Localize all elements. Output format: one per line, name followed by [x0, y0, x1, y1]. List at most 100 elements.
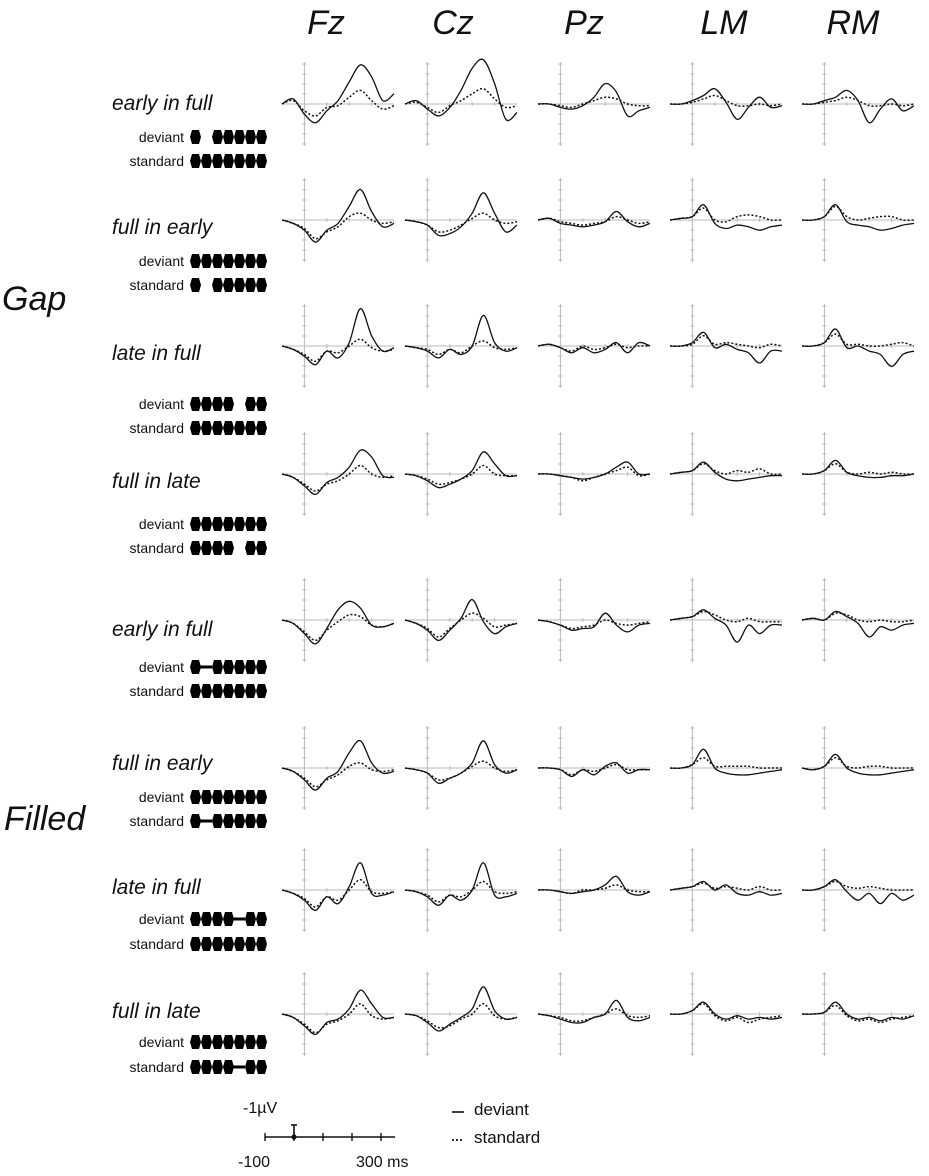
- deviant-waveform: [404, 192, 518, 237]
- erp-panel: [537, 726, 651, 810]
- erp-panel: [404, 304, 518, 388]
- stimulus-token: [256, 541, 267, 555]
- stimulus-pattern-icon: [190, 684, 267, 698]
- standard-waveform: [669, 882, 783, 892]
- deviant-waveform: [404, 986, 518, 1032]
- deviant-waveform: [801, 89, 915, 124]
- erp-panel: [669, 578, 783, 662]
- stimulus-pattern-icon: [190, 814, 267, 828]
- column-header-pz: Pz: [564, 4, 604, 42]
- stimulus-token: [190, 154, 201, 168]
- erp-panel: [404, 578, 518, 662]
- stimulus-token: [212, 397, 223, 411]
- standard-waveform: [669, 463, 783, 476]
- stimulus-token: [223, 397, 234, 411]
- standard-waveform: [801, 463, 915, 476]
- stimulus-token: [256, 684, 267, 698]
- deviant-stimulus-row: deviant: [110, 658, 268, 676]
- stimulus-token: [256, 254, 267, 268]
- stimulus-token: [234, 278, 245, 292]
- stimulus-pattern-icon: [190, 1035, 267, 1049]
- stimulus-token: [212, 278, 223, 292]
- group-label-gap: Gap: [2, 280, 67, 318]
- stimulus-token: [245, 541, 256, 555]
- condition-title: late in full: [112, 876, 201, 899]
- deviant-waveform: [404, 862, 518, 906]
- erp-panel: [404, 726, 518, 810]
- erp-panel: [537, 432, 651, 516]
- stimulus-token: [223, 130, 234, 144]
- erp-panel: [801, 848, 915, 932]
- deviant-label: deviant: [138, 129, 184, 145]
- erp-panel: [801, 578, 915, 662]
- stimulus-token: [245, 278, 256, 292]
- stimulus-token: [223, 1060, 234, 1074]
- stimulus-token: [256, 912, 267, 926]
- deviant-stimulus-row: deviant: [110, 515, 268, 533]
- standard-waveform: [281, 1003, 395, 1034]
- stimulus-token: [190, 541, 201, 555]
- standard-stimulus-row: standard: [110, 682, 268, 700]
- stimulus-token: [234, 814, 245, 828]
- stimulus-token: [212, 814, 223, 828]
- stimulus-token: [223, 660, 234, 674]
- stimulus-token: [256, 1035, 267, 1049]
- stimulus-token: [201, 541, 212, 555]
- erp-panel: [801, 304, 915, 388]
- stimulus-token: [256, 660, 267, 674]
- stimulus-token: [212, 1035, 223, 1049]
- deviant-label: deviant: [138, 659, 184, 675]
- stimulus-token: [212, 154, 223, 168]
- condition-title: late in full: [112, 342, 201, 365]
- stimulus-token: [234, 517, 245, 531]
- stimulus-token: [234, 254, 245, 268]
- erp-panel: [281, 304, 395, 388]
- erp-panel: [404, 178, 518, 262]
- deviant-label: deviant: [138, 911, 184, 927]
- standard-waveform: [281, 762, 395, 788]
- erp-panel: [669, 178, 783, 262]
- standard-waveform: [281, 338, 395, 363]
- stimulus-token: [256, 421, 267, 435]
- standard-waveform: [801, 880, 914, 892]
- stimulus-token: [190, 130, 201, 144]
- erp-panel: [537, 62, 651, 146]
- column-header-lm: LM: [700, 4, 748, 42]
- standard-waveform: [537, 1008, 651, 1022]
- deviant-waveform: [281, 862, 395, 912]
- erp-panel: [281, 432, 395, 516]
- deviant-waveform: [537, 875, 651, 896]
- standard-label: standard: [129, 540, 184, 556]
- condition-title: full in early: [112, 216, 213, 239]
- standard-waveform: [669, 757, 782, 770]
- standard-waveform: [801, 205, 915, 222]
- condition-title: early in full: [112, 92, 213, 115]
- deviant-waveform: [801, 610, 915, 638]
- stimulus-token: [256, 278, 267, 292]
- stimulus-token: [256, 937, 267, 951]
- stimulus-token: [234, 937, 245, 951]
- stimulus-token: [223, 517, 234, 531]
- stimulus-pattern-icon: [190, 421, 267, 435]
- standard-waveform: [281, 879, 395, 908]
- stimulus-filled-bar: [233, 917, 245, 921]
- stimulus-pattern-icon: [190, 1060, 267, 1074]
- deviant-waveform: [537, 461, 651, 480]
- stimulus-token: [190, 937, 201, 951]
- standard-waveform: [281, 464, 395, 492]
- deviant-waveform: [801, 753, 915, 776]
- deviant-waveform: [669, 748, 783, 776]
- deviant-waveform: [281, 600, 395, 645]
- stimulus-token: [212, 937, 223, 951]
- deviant-stimulus-row: deviant: [110, 788, 268, 806]
- standard-waveform: [281, 613, 395, 642]
- erp-panel: [281, 62, 395, 146]
- deviant-stimulus-row: deviant: [110, 128, 268, 146]
- condition-title: early in full: [112, 618, 213, 641]
- deviant-waveform: [281, 307, 395, 366]
- erp-panel: [404, 972, 518, 1056]
- stimulus-token: [212, 660, 223, 674]
- stimulus-pattern-icon: [190, 130, 267, 144]
- standard-stimulus-row: standard: [110, 419, 268, 437]
